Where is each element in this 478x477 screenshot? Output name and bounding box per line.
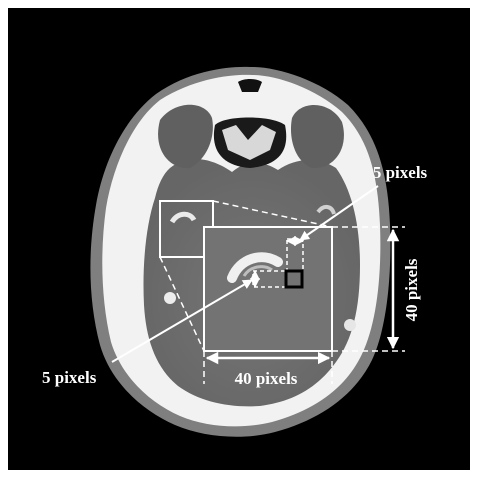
nasal-airway xyxy=(238,79,262,92)
bone-spot-right xyxy=(344,319,356,331)
height-label: 40 pixels xyxy=(402,258,421,321)
patch-label-top: 5 pixels xyxy=(373,163,428,182)
patch-label-left: 5 pixels xyxy=(42,368,97,387)
bone-spot-left xyxy=(164,292,176,304)
width-label: 40 pixels xyxy=(235,369,298,388)
zoomed-roi-fill xyxy=(204,227,332,351)
